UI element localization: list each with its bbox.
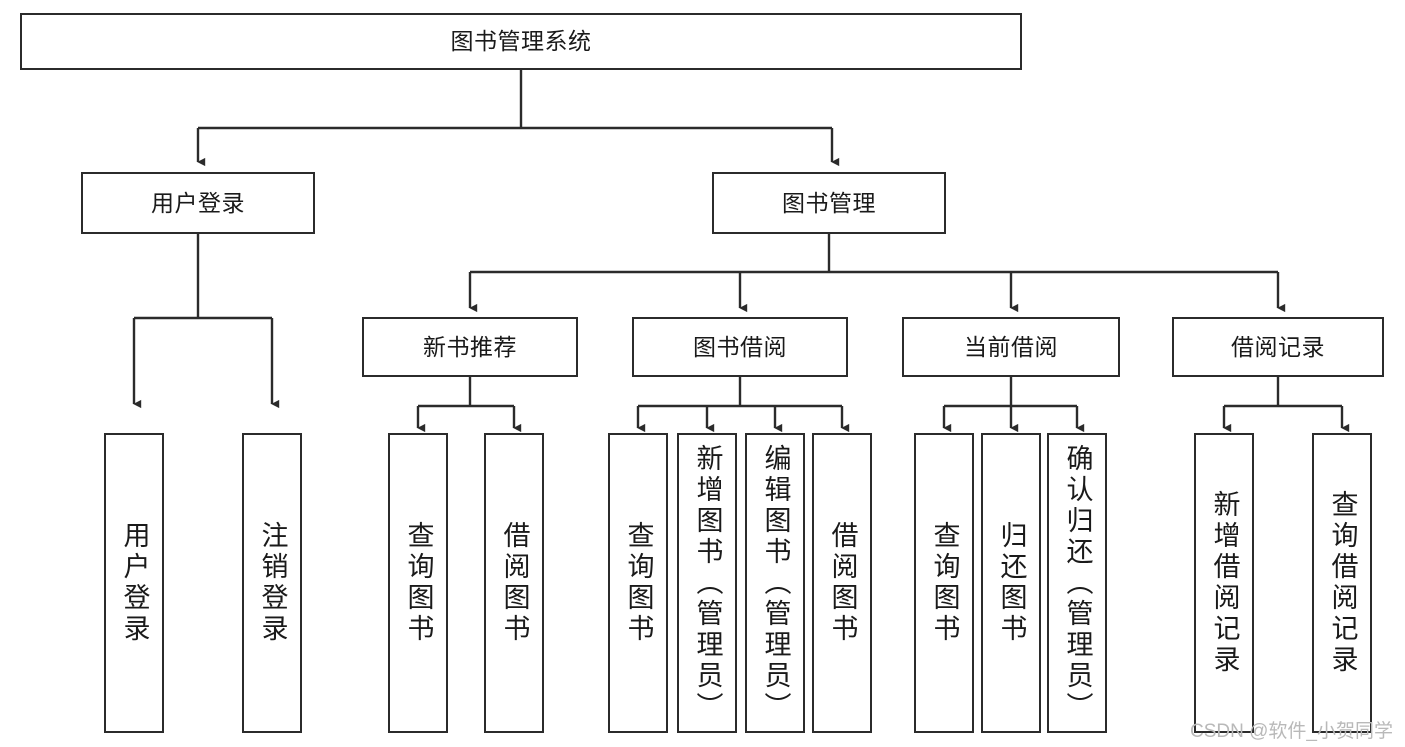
leaf-user-login-label: 用户登录 [119, 521, 150, 645]
node-new-book-recommend-label: 新书推荐 [423, 333, 517, 360]
node-root-label: 图书管理系统 [450, 28, 592, 55]
leaf-add-book-label: 新增图书（管理员） [692, 443, 723, 723]
node-book-manage-label: 图书管理 [782, 189, 876, 216]
node-root[interactable]: 图书管理系统 [20, 13, 1022, 70]
leaf-query-book-1-label: 查询图书 [403, 521, 434, 645]
node-book-borrow[interactable]: 图书借阅 [632, 317, 848, 377]
node-new-book-recommend[interactable]: 新书推荐 [362, 317, 578, 377]
leaf-edit-book[interactable]: 编辑图书（管理员） [745, 433, 805, 733]
leaf-borrow-book-2-label: 借阅图书 [827, 521, 858, 645]
node-book-borrow-label: 图书借阅 [693, 333, 787, 360]
leaf-add-book[interactable]: 新增图书（管理员） [677, 433, 737, 733]
leaf-borrow-book-1[interactable]: 借阅图书 [484, 433, 544, 733]
node-borrow-record-label: 借阅记录 [1231, 333, 1325, 360]
leaf-query-book-2-label: 查询图书 [623, 521, 654, 645]
leaf-query-book-3[interactable]: 查询图书 [914, 433, 974, 733]
leaf-query-book-3-label: 查询图书 [929, 521, 960, 645]
leaf-query-book-2[interactable]: 查询图书 [608, 433, 668, 733]
leaf-confirm-return[interactable]: 确认归还（管理员） [1047, 433, 1107, 733]
leaf-user-login[interactable]: 用户登录 [104, 433, 164, 733]
node-book-manage[interactable]: 图书管理 [712, 172, 946, 234]
leaf-add-record-label: 新增借阅记录 [1209, 490, 1240, 676]
node-borrow-record[interactable]: 借阅记录 [1172, 317, 1384, 377]
leaf-logout-login-label: 注销登录 [257, 521, 288, 645]
leaf-return-book[interactable]: 归还图书 [981, 433, 1041, 733]
leaf-borrow-book-2[interactable]: 借阅图书 [812, 433, 872, 733]
node-user-login[interactable]: 用户登录 [81, 172, 315, 234]
leaf-borrow-book-1-label: 借阅图书 [499, 521, 530, 645]
leaf-add-record[interactable]: 新增借阅记录 [1194, 433, 1254, 733]
leaf-query-record-label: 查询借阅记录 [1327, 490, 1358, 676]
leaf-query-record[interactable]: 查询借阅记录 [1312, 433, 1372, 733]
leaf-return-book-label: 归还图书 [996, 521, 1027, 645]
node-current-borrow-label: 当前借阅 [964, 333, 1058, 360]
node-current-borrow[interactable]: 当前借阅 [902, 317, 1120, 377]
leaf-edit-book-label: 编辑图书（管理员） [760, 443, 791, 723]
leaf-confirm-return-label: 确认归还（管理员） [1062, 443, 1093, 723]
node-user-login-label: 用户登录 [151, 189, 245, 216]
csdn-watermark: CSDN @软件_小贺同学 [1190, 721, 1393, 742]
leaf-query-book-1[interactable]: 查询图书 [388, 433, 448, 733]
leaf-logout-login[interactable]: 注销登录 [242, 433, 302, 733]
